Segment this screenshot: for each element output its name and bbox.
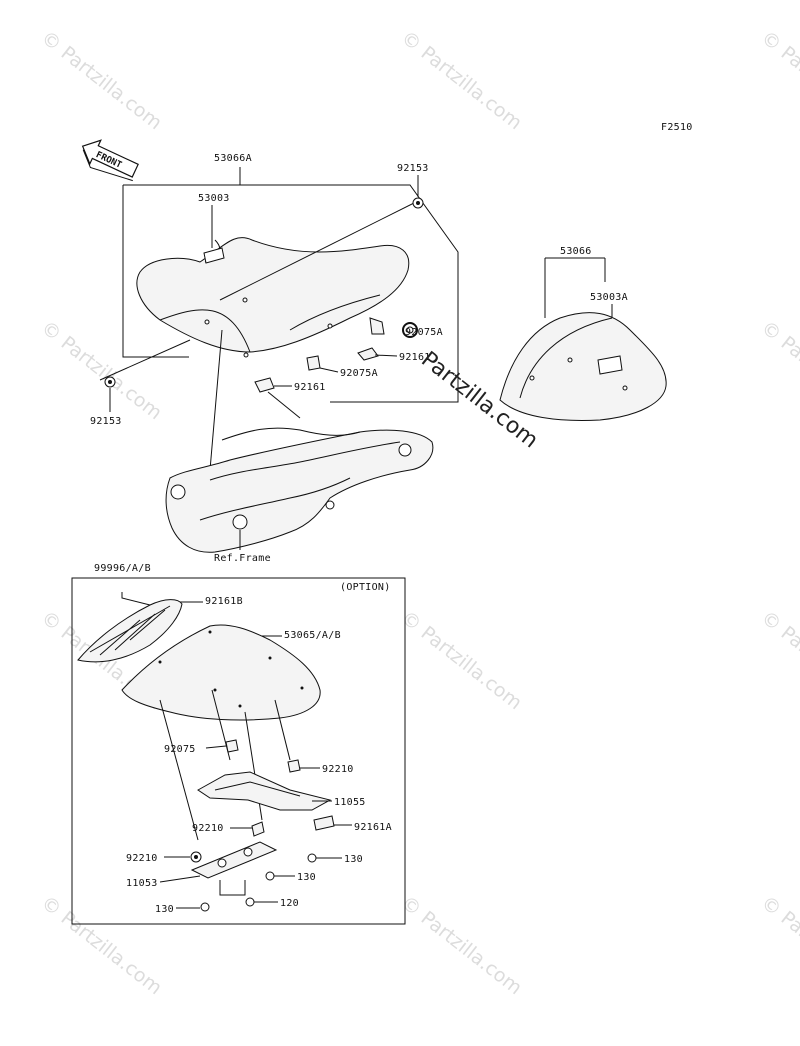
part-label-53003: 53003 <box>198 193 230 204</box>
front-seat-group <box>99 167 459 471</box>
front-arrow-icon: FRONT <box>81 139 139 182</box>
part-label-92210-c: 92210 <box>126 853 158 864</box>
part-label-53066: 53066 <box>560 246 592 257</box>
part-label-92075A-top: 92075A <box>405 327 443 338</box>
part-label-130-a: 130 <box>344 854 363 865</box>
part-label-92075: 92075 <box>164 744 196 755</box>
part-label-92161-left: 92161 <box>294 382 326 393</box>
part-label-92161B: 92161B <box>205 596 243 607</box>
watermark: © Partzilla.com <box>397 892 526 1000</box>
watermark: © Partzilla.com <box>757 892 800 1000</box>
option-parts-group <box>77 592 335 912</box>
part-label-92161A: 92161A <box>354 822 392 833</box>
part-label-92161-right: 92161 <box>399 352 431 363</box>
part-label-92153-left: 92153 <box>90 416 122 427</box>
bolt-icon <box>412 197 424 209</box>
ref-frame-label: Ref.Frame <box>214 553 271 564</box>
part-label-53065: 53065/A/B <box>284 630 341 641</box>
rear-seat-cover-group <box>499 257 667 421</box>
seat-cowl-bracket <box>77 599 183 663</box>
option-label: (OPTION) <box>340 582 391 593</box>
front-seat <box>136 237 410 353</box>
watermark: © Partzilla.com <box>37 317 166 425</box>
option-box <box>71 577 406 925</box>
watermark: © Partzilla.com <box>757 27 800 135</box>
part-label-120: 120 <box>280 898 299 909</box>
part-label-99996: 99996/A/B <box>94 563 151 574</box>
part-label-53066A: 53066A <box>214 153 252 164</box>
rear-seat-cover <box>499 312 667 421</box>
part-label-11053: 11053 <box>126 878 158 889</box>
part-label-130-c: 130 <box>155 904 174 915</box>
watermark: © Partzilla.com <box>397 607 526 715</box>
rear-frame <box>165 429 434 553</box>
part-label-92210-a: 92210 <box>322 764 354 775</box>
watermark: © Partzilla.com <box>757 607 800 715</box>
part-label-92153-top: 92153 <box>397 163 429 174</box>
single-seat-cowl <box>121 624 321 721</box>
frame-group <box>165 427 434 553</box>
part-label-92210-b: 92210 <box>192 823 224 834</box>
part-label-130-b: 130 <box>297 872 316 883</box>
part-label-11055: 11055 <box>334 797 366 808</box>
plate-11053 <box>190 841 278 879</box>
part-label-92075A-mid: 92075A <box>340 368 378 379</box>
diagram-code: F2510 <box>661 122 693 133</box>
watermark: © Partzilla.com <box>37 27 166 135</box>
bolt-icon <box>104 376 116 388</box>
part-label-53003A: 53003A <box>590 292 628 303</box>
circled-part-icon <box>402 322 418 338</box>
watermark: © Partzilla.com <box>397 27 526 135</box>
bracket-11055 <box>197 771 332 811</box>
watermark: © Partzilla.com <box>37 892 166 1000</box>
watermark: © Partzilla.com <box>757 317 800 425</box>
